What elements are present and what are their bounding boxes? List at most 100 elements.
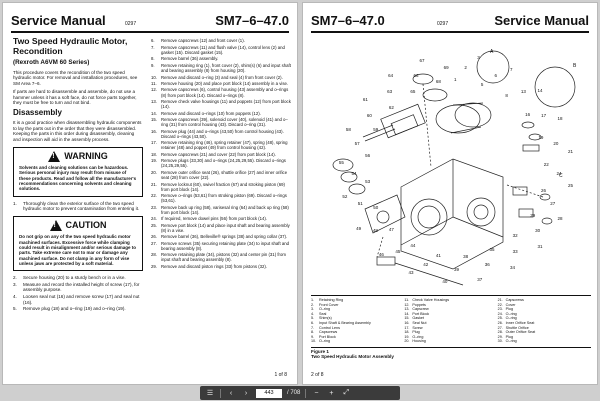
legend-part-name: Shuttle Orifice	[505, 325, 529, 330]
step-number: 13.	[151, 99, 157, 105]
steps-list-b: 2. Secure housing (20) to a sturdy bench…	[13, 275, 143, 312]
legend-part-name: Capscrew	[412, 307, 429, 312]
callout-number: 58	[345, 126, 351, 132]
legend-number: 12.	[404, 302, 410, 307]
callout-number: 61	[362, 96, 368, 102]
callout-number: 22	[543, 161, 549, 167]
legend-number: 18.	[404, 330, 410, 335]
intro-paragraph-2: If parts are hard to disassemble and ass…	[13, 89, 137, 106]
list-item: 11.Remove housing (20) and place port bl…	[151, 81, 291, 86]
list-item: 23.Remove back up ring (58), varisesal r…	[151, 205, 291, 215]
list-item: 7.Remove capscrews (11) and flush valve …	[151, 45, 291, 55]
legend-row: 7. Control Lens	[311, 326, 404, 331]
model-number: SM7–6–47.0	[215, 13, 289, 28]
legend-part-name: Port Block	[412, 311, 430, 316]
list-item: 21.Remove locknut (60), swivel fraction …	[151, 182, 291, 192]
legend-number: 5.	[311, 316, 315, 321]
disassembly-heading: Disassembly	[13, 108, 62, 118]
callout-number: 52	[342, 194, 348, 200]
step-text: Remove barrel (36) assembly.	[161, 56, 219, 62]
legend-part-name: Plug	[412, 330, 420, 335]
callout-number: 40	[442, 278, 448, 284]
callout-number: 32	[512, 233, 518, 239]
toolbar-separator	[220, 388, 221, 398]
step-number: 18.	[151, 151, 157, 157]
step-text: Remove retaining ring (46), spring retai…	[161, 140, 288, 151]
sidebar-toggle-icon[interactable]: ☰	[206, 390, 214, 397]
callout-number: 59	[373, 127, 379, 132]
callout-number: 26	[541, 188, 547, 194]
callout-number: 68	[435, 79, 441, 85]
legend-row: 6.Input Shaft & Bearing Assembly	[311, 321, 404, 326]
callout-number: 19	[538, 135, 544, 141]
legend-row: 14.Port Block	[404, 312, 497, 317]
step-number: 26.	[151, 234, 157, 240]
step-number: 29.	[151, 263, 157, 269]
step-text: Remove capscrews (11) and flush valve (1…	[161, 44, 285, 55]
callout-number: 51	[357, 201, 363, 207]
callout-number: 46	[378, 252, 384, 258]
legend-number: 8.	[311, 330, 315, 335]
right-column: 6. Remove capscrews (12) and front cover …	[151, 37, 291, 269]
next-page-icon[interactable]: ›	[244, 389, 248, 397]
step-text: Remove capscrews (12) and front cover (1…	[161, 38, 245, 44]
page-left: Service Manual 0297 SM7–6–47.0 Two Speed…	[2, 2, 298, 385]
page-right: SM7–6–47.0 0297 Service Manual	[302, 2, 598, 385]
zoom-in-icon[interactable]: +	[329, 389, 334, 397]
list-item: 22.Remove o–rings (53,61) from stroking …	[151, 193, 291, 203]
step-number: 6.	[151, 38, 155, 44]
callout-number: 33	[512, 248, 518, 254]
legend-number: 30.	[497, 339, 503, 344]
step-text: Remove barrel (36), Belleville® springs …	[161, 234, 288, 240]
legend-part-name: Capscrews	[505, 298, 524, 302]
step-text: Remove capscrews (21) and cover (22) fro…	[161, 151, 276, 157]
callout-number: 67	[419, 57, 425, 63]
legend-part-name: Capscrews	[319, 330, 338, 335]
step-number: 25.	[151, 222, 157, 228]
warning-box: WARNING Solvents and cleaning solutions …	[13, 147, 143, 197]
page-number-input[interactable]	[256, 388, 282, 398]
legend-part-name: Screw	[412, 325, 423, 330]
legend-number: 20.	[404, 339, 410, 344]
legend-number: 2.	[311, 302, 315, 307]
step-number: 27.	[151, 240, 157, 246]
step-number: 9.	[151, 62, 155, 68]
step-number: 28.	[151, 252, 157, 258]
step-text: Remove retaining ring (1), front cover (…	[161, 62, 291, 74]
legend-row: 12.Poppets	[404, 303, 497, 308]
legend-number: 7.	[311, 325, 315, 330]
callout-number: 20	[553, 140, 559, 146]
fit-page-icon[interactable]: ⤢	[343, 389, 350, 396]
step-text: Remove check valve housings (11) and pop…	[161, 99, 291, 110]
callout-number: 27	[550, 201, 556, 207]
doc-code: 0297	[437, 21, 449, 27]
legend-row: 16.Seal Nut	[404, 321, 497, 326]
step-text: Remove back up ring (58), varisesal ring…	[161, 204, 289, 215]
doc-code: 0297	[125, 21, 137, 27]
callout-label-a: A	[490, 49, 494, 55]
legend-row: 28.Outer Orifice Seat	[498, 330, 591, 335]
zoom-out-icon[interactable]: −	[314, 389, 319, 397]
legend-row: 20.Housing	[404, 339, 497, 344]
warning-text: Solvents and cleaning solutions can be h…	[19, 165, 137, 192]
prev-page-icon[interactable]: ‹	[229, 389, 233, 397]
callout-number: 7	[509, 66, 513, 72]
caution-title: CAUTION	[65, 220, 107, 231]
callout-number: 42	[423, 262, 429, 268]
legend-part-name: Seal Nut	[412, 320, 427, 325]
list-item: 13. Remove check valve housings (11) and …	[151, 99, 291, 109]
exploded-view-drawing: A B C	[332, 49, 577, 286]
intro-paragraph: This procedure covers the recondition of…	[13, 70, 138, 86]
legend-row: 5.Shim(s)	[311, 316, 404, 321]
legend-part-name: Retaining Ring	[319, 298, 344, 302]
legend-number: 17.	[404, 325, 410, 330]
list-item: 8.Remove barrel (36) assembly.	[151, 56, 291, 61]
legend-part-name: Control Lens	[319, 325, 340, 330]
callout-number: 62	[388, 104, 394, 110]
legend-part-name: O–ring	[505, 316, 517, 321]
list-item: 6. Remove capscrews (12) and front cover …	[151, 38, 291, 43]
list-item: 29.Remove and discard piston rings (33) …	[151, 264, 291, 269]
viewer-toolbar: ☰ ‹ › / 708 − + ⤢	[200, 386, 400, 400]
